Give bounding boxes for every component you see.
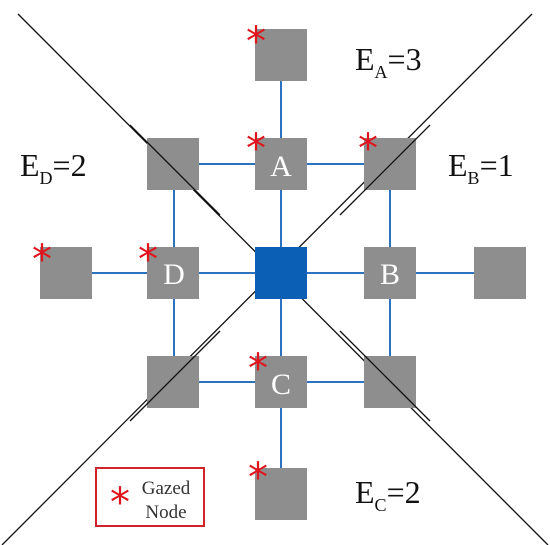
node-top-left-corner [147,138,199,190]
node-b [364,247,416,299]
node-top-outer [255,29,307,81]
node-group [40,29,526,520]
gazed-star-left-outer: * [32,237,52,283]
legend-text-gazed: Gazed [142,478,191,499]
node-c [255,356,307,408]
energy-label-d: ED=2 [20,147,87,188]
energy-label-b: EB=1 [448,147,514,188]
diagonal-overlay-tl [129,124,221,216]
gazed-star-top-outer: * [246,19,266,65]
energy-label-c: EC=2 [355,474,421,515]
gazed-star-node-d: * [138,237,158,283]
gazed-star-top-right-corner: * [358,126,378,172]
node-c-label: C [271,368,291,401]
legend: * Gazed Node [95,467,205,527]
node-d [147,247,199,299]
node-bottom-outer [255,468,307,520]
node-bottom-left-corner [147,356,199,408]
legend-box [95,467,205,527]
gazed-star-node-c: * [248,346,268,392]
diagonal-overlay-br [339,330,431,422]
node-a-label: A [270,150,292,183]
gazed-star-bottom-outer: * [248,455,268,501]
gazed-star-node-a: * [246,126,266,172]
node-left-outer [40,247,92,299]
node-top-right-corner [364,138,416,190]
node-b-label: B [380,258,400,291]
diagonal-overlay-bl [129,330,221,422]
node-a [255,138,307,190]
legend-text-node: Node [145,502,186,523]
legend-star-icon: * [110,480,130,526]
center-node [255,247,307,299]
diagonal-overlay-tr [339,124,431,216]
energy-label-a: EA=3 [355,41,422,82]
node-right-outer [474,247,526,299]
node-d-label: D [163,258,185,291]
node-bottom-right-corner [364,356,416,408]
